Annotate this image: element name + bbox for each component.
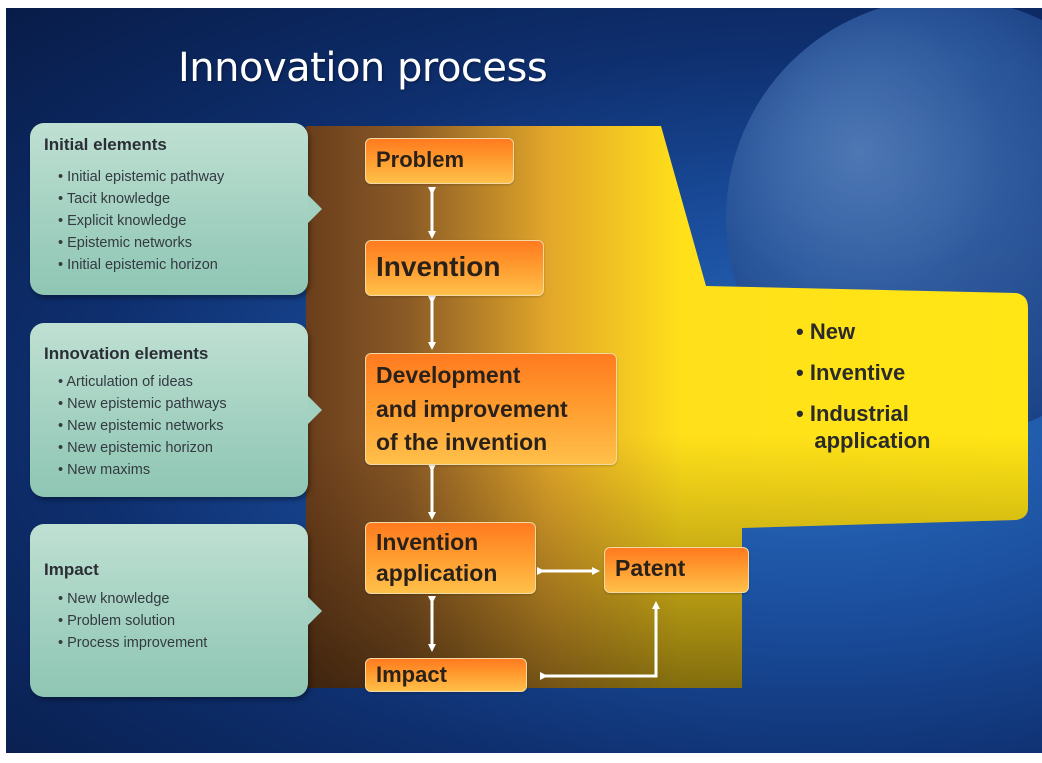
panel-list: New knowledge Problem solution Process i… bbox=[58, 588, 207, 654]
list-item: New knowledge bbox=[58, 588, 207, 610]
list-item: Initial epistemic horizon bbox=[58, 254, 224, 276]
step-label: application bbox=[376, 560, 498, 586]
arrow-impact-patent bbox=[540, 601, 660, 680]
criteria-item: • New bbox=[796, 319, 856, 344]
step-impact: Impact bbox=[365, 658, 527, 692]
list-item: Epistemic networks bbox=[58, 232, 224, 254]
step-label: and improvement bbox=[376, 396, 568, 422]
panel-heading: Innovation elements bbox=[44, 344, 209, 363]
list-item: Process improvement bbox=[58, 632, 207, 654]
step-label: Invention bbox=[376, 529, 479, 555]
criteria-item: • Industrial application bbox=[796, 401, 931, 453]
list-item: New epistemic horizon bbox=[58, 437, 227, 459]
panel-initial-elements: Initial elements Initial epistemic pathw… bbox=[30, 123, 322, 295]
step-patent: Patent bbox=[604, 547, 749, 593]
list-item: Tacit knowledge bbox=[58, 188, 224, 210]
step-problem: Problem bbox=[365, 138, 514, 184]
step-label: Invention bbox=[376, 251, 501, 282]
panel-innovation-elements: Innovation elements Articulation of idea… bbox=[30, 323, 322, 497]
panel-heading: Impact bbox=[44, 560, 99, 579]
flow-arrows bbox=[428, 187, 660, 680]
criteria-item: • Inventive bbox=[796, 360, 906, 385]
list-item: Problem solution bbox=[58, 610, 207, 632]
step-development: Development and improvement of the inven… bbox=[365, 353, 617, 465]
list-item: New epistemic pathways bbox=[58, 393, 227, 415]
patent-criteria: • New • Inventive • Industrial applicati… bbox=[796, 318, 930, 468]
list-item: Articulation of ideas bbox=[58, 371, 227, 393]
list-item: Explicit knowledge bbox=[58, 210, 224, 232]
panel-heading: Initial elements bbox=[44, 135, 167, 154]
step-application: Invention application bbox=[365, 522, 536, 594]
list-item: New maxims bbox=[58, 459, 227, 481]
page-title: Innovation process bbox=[178, 45, 548, 91]
step-label: Development bbox=[376, 362, 521, 388]
panel-list: Articulation of ideas New epistemic path… bbox=[58, 371, 227, 481]
step-invention: Invention bbox=[365, 240, 544, 296]
panel-impact: Impact New knowledge Problem solution Pr… bbox=[30, 524, 322, 697]
panel-list: Initial epistemic pathway Tacit knowledg… bbox=[58, 166, 224, 276]
step-label: Problem bbox=[376, 147, 465, 172]
step-label: of the invention bbox=[376, 429, 548, 455]
step-label: Impact bbox=[376, 662, 447, 687]
step-label: Patent bbox=[615, 555, 686, 581]
list-item: New epistemic networks bbox=[58, 415, 227, 437]
list-item: Initial epistemic pathway bbox=[58, 166, 224, 188]
